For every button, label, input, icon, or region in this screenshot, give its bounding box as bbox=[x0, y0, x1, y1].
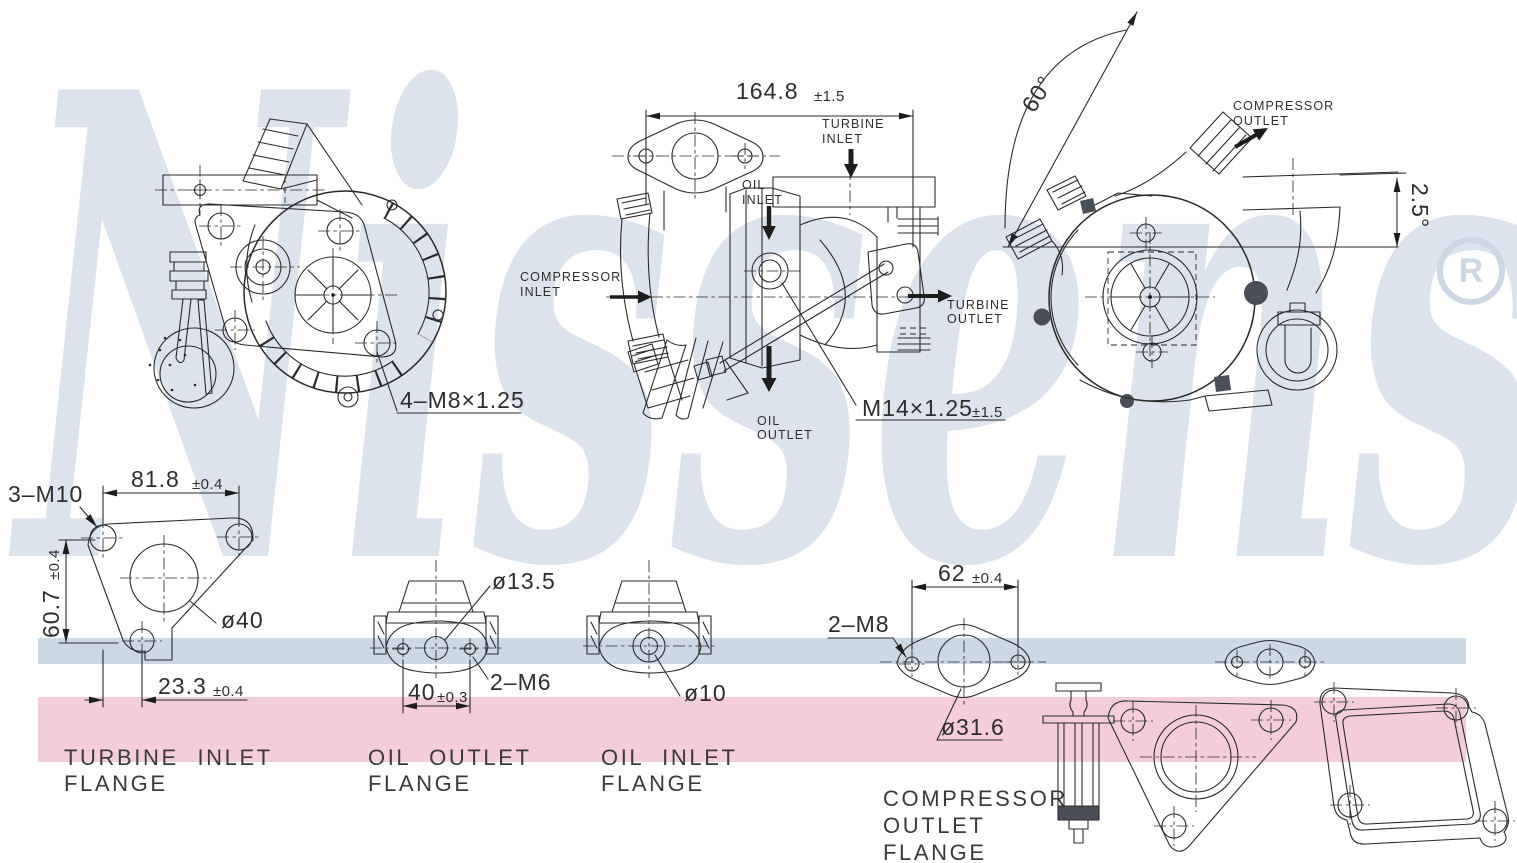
turbine-inlet-label-2: INLET bbox=[822, 132, 863, 146]
side-view: 164.8 ±1.5 bbox=[520, 78, 1010, 442]
speckle-dots bbox=[148, 336, 197, 392]
co-title-1: COMPRESSOR bbox=[883, 786, 1068, 811]
angle-60-label: 60° bbox=[1016, 71, 1058, 117]
compressor-outlet-arrow-icon bbox=[1234, 128, 1268, 149]
co-spacing-dim: 62 bbox=[938, 560, 966, 586]
oil-inlet-label-2: INLET bbox=[742, 193, 783, 207]
compressor-outlet-flange-view: 62 ±0.4 2–M8 ø31.6 COMPRESSOR OUTLET FLA… bbox=[827, 560, 1068, 863]
co-bore: ø31.6 bbox=[941, 714, 1005, 740]
turbine-outlet-label-2: OUTLET bbox=[947, 312, 1003, 326]
co-bolt-note: 2–M8 bbox=[828, 611, 890, 637]
ti-width-dim: 81.8 bbox=[131, 466, 180, 492]
co-spacing-tol: ±0.4 bbox=[972, 570, 1003, 587]
rear-view: 60° bbox=[1002, 11, 1433, 412]
angle-25-label: 2.5° bbox=[1407, 183, 1433, 228]
oil-outlet-arrow-icon bbox=[761, 346, 777, 392]
svg-text:60.7: 60.7 bbox=[38, 589, 64, 638]
turbine-inlet-arrow-icon bbox=[844, 149, 858, 178]
turbine-inlet-label-1: TURBINE bbox=[822, 117, 885, 131]
thread-note-tol: ±1.5 bbox=[972, 404, 1003, 421]
svg-text:2.5°: 2.5° bbox=[1407, 183, 1433, 228]
ti-title-2: FLANGE bbox=[64, 771, 168, 796]
ti-width-tol: ±0.4 bbox=[192, 476, 223, 493]
ti-bore: ø40 bbox=[221, 607, 264, 633]
oil-outlet-label-1: OIL bbox=[757, 414, 780, 428]
svg-text:±0.4: ±0.4 bbox=[46, 549, 63, 580]
ti-offset-tol: ±0.4 bbox=[213, 683, 244, 700]
overall-length-tol: ±1.5 bbox=[814, 88, 845, 105]
oo-title-1: OIL OUTLET bbox=[368, 745, 532, 770]
front-view: 4–M8×1.25 bbox=[148, 118, 525, 414]
oo-spacing-dim: 40 bbox=[408, 679, 436, 705]
thread-note: M14×1.25 bbox=[862, 395, 973, 421]
svg-text:60°: 60° bbox=[1016, 71, 1058, 117]
oo-bolt-note: 2–M6 bbox=[490, 669, 552, 695]
compressor-inlet-arrow-icon bbox=[610, 290, 652, 304]
ti-title-1: TURBINE INLET bbox=[64, 745, 273, 770]
grease-syringe bbox=[1042, 682, 1115, 844]
triangular-gasket bbox=[1107, 699, 1298, 852]
compressor-outlet-label-1: COMPRESSOR bbox=[1233, 99, 1334, 113]
oil-outlet-label-2: OUTLET bbox=[757, 428, 813, 442]
small-oval-gasket bbox=[1215, 639, 1325, 686]
oi-title-2: FLANGE bbox=[601, 771, 705, 796]
watermark-blue-band bbox=[38, 638, 1466, 664]
oil-inlet-arrow-icon bbox=[762, 206, 776, 240]
rounded-quad-gasket bbox=[1313, 681, 1516, 848]
oil-inlet-label-1: OIL bbox=[742, 178, 765, 192]
co-title-2: OUTLET bbox=[883, 813, 985, 838]
registered-trademark-icon: R bbox=[1437, 237, 1505, 305]
oi-bore: ø10 bbox=[684, 680, 727, 706]
oo-spacing-tol: ±0.3 bbox=[437, 689, 468, 706]
ti-bolt-note: 3–M10 bbox=[8, 481, 83, 507]
compressor-inlet-label-2: INLET bbox=[520, 285, 561, 299]
compressor-outlet-label-2: OUTLET bbox=[1233, 114, 1289, 128]
turbine-inlet-flange-view: 81.8 ±0.4 3–M10 60.7 ±0.4 23.3 ±0.4 ø40 … bbox=[8, 466, 273, 796]
co-title-3: FLANGE bbox=[883, 840, 987, 863]
oo-bore: ø13.5 bbox=[492, 568, 556, 594]
oi-title-1: OIL INLET bbox=[601, 745, 738, 770]
overall-length-dim: 164.8 bbox=[736, 78, 799, 104]
turbine-outlet-arrow-icon bbox=[908, 289, 952, 303]
ti-height-dim-group: 60.7 ±0.4 bbox=[38, 549, 64, 638]
oil-outlet-flange-view: ø13.5 2–M6 40 ±0.3 OIL OUTLET FLANGE bbox=[368, 560, 556, 796]
compressor-inlet-label-1: COMPRESSOR bbox=[520, 270, 621, 284]
oil-inlet-flange-view: ø10 OIL INLET FLANGE bbox=[583, 560, 738, 796]
ti-offset-dim: 23.3 bbox=[158, 673, 207, 699]
oo-title-2: FLANGE bbox=[368, 771, 472, 796]
turbine-outlet-label-1: TURBINE bbox=[947, 298, 1010, 312]
front-bolt-note: 4–M8×1.25 bbox=[400, 387, 525, 413]
bolt-heads bbox=[1033, 198, 1268, 408]
